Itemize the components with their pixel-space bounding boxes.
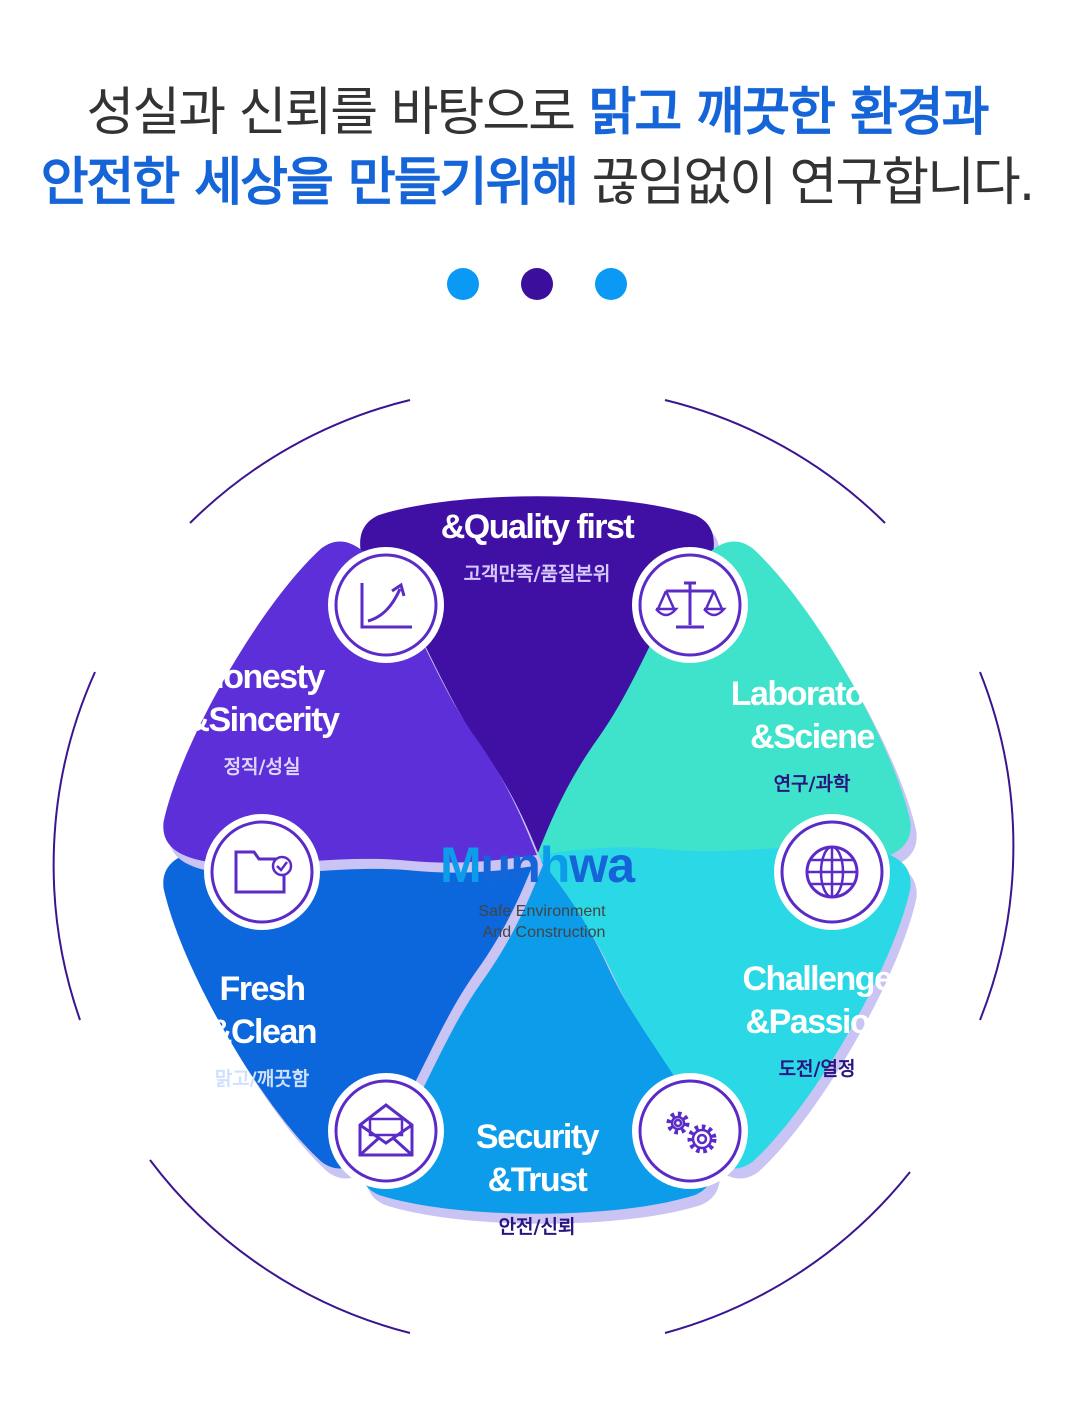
outer-ring-arc [52, 671, 96, 1021]
envelope-badge [328, 1073, 444, 1189]
petal-subtitle: 고객만족/품질본위 [464, 563, 611, 585]
outer-ring-arc [664, 1171, 911, 1334]
growth-chart-icon [360, 582, 412, 629]
petal-laboratory: Laboratory&Sciene 연구/과학 [448, 522, 943, 1019]
petal-honesty: Honesty&Sincerity 정직/성실 [137, 522, 632, 1019]
globe-badge [774, 814, 890, 930]
petal-title-line-1: Challenge [743, 960, 893, 998]
brand-letters-wa: wa [568, 837, 636, 893]
folder-check-badge [204, 814, 320, 930]
outer-ring-arc [149, 1159, 411, 1334]
headline-line-2-highlight: 안전한 세상을 만들기위해 [40, 153, 579, 213]
petal-title-line-2: &Trust [488, 1161, 588, 1199]
petal-challenge: Challenge&Passion 도전/열정 [448, 701, 943, 1198]
petal-title-line-1: Satistaction [450, 465, 625, 503]
gears-icon [666, 1111, 717, 1154]
headline-line-1-highlight: 맑고 깨끗한 환경과 [588, 83, 990, 143]
petal-subtitle: 맑고/깨끗함 [215, 1068, 310, 1090]
petal-subtitle: 도전/열정 [779, 1058, 856, 1080]
brand-tagline-1: Safe Environment [478, 903, 606, 920]
brand-letters-un: un [481, 837, 540, 893]
headline-line-2: 안전한 세상을 만들기위해 끊임없이 연구합니다. [0, 140, 1074, 215]
petal-title-line-1: Honesty [200, 658, 325, 696]
headline-line-2-normal: 끊임없이 연구합니다. [577, 153, 1036, 213]
brand-logo: Munhwa [440, 837, 636, 893]
badge-ring [210, 820, 314, 924]
carousel-dot-1[interactable] [447, 268, 479, 300]
petal-title-line-1: Fresh [219, 970, 304, 1008]
petal-subtitle: 정직/성실 [224, 756, 301, 778]
folder-check-icon [234, 850, 293, 894]
scale-badge [632, 547, 748, 663]
petal-title-line-2: &Passion [746, 1003, 889, 1041]
petal-title-line-1: Security [476, 1118, 600, 1156]
outer-ring-arc [664, 399, 886, 524]
headline-line-1: 성실과 신뢰를 바탕으로 맑고 깨끗한 환경과 [0, 70, 1074, 145]
petal-security: Security&Trust 안전/신뢰 [360, 855, 720, 1238]
globe-icon [805, 845, 859, 899]
growth-chart-badge [328, 547, 444, 663]
center-brand: Munhwa Safe Environment And Construction [440, 837, 637, 941]
petal-title-line-2: &Sincerity [185, 701, 340, 739]
petal-title-line-2: &Quality first [441, 508, 635, 546]
petal-title-line-2: &Clean [208, 1013, 316, 1051]
badge-ring [334, 553, 438, 657]
petal-fresh: Fresh&Clean 맑고/깨끗함 [137, 701, 632, 1198]
petal-subtitle: 연구/과학 [774, 773, 851, 795]
headline-line-1-normal: 성실과 신뢰를 바탕으로 [86, 83, 589, 143]
badge-ring [334, 1079, 438, 1183]
outer-ring-arc [979, 671, 1015, 1021]
petal-title-line-2: &Sciene [750, 718, 874, 756]
petal-title-line-1: Laboratory [731, 675, 895, 713]
envelope-icon [358, 1103, 414, 1157]
petal-satisfaction: Satistaction&Quality first 고객만족/품질본위 [360, 465, 720, 865]
outer-ring [52, 399, 1015, 1334]
outer-ring-arc [189, 399, 411, 524]
carousel-dot-3[interactable] [595, 268, 627, 300]
scale-icon [655, 581, 727, 629]
brand-letter-h: h [540, 837, 570, 893]
brand-letter-m: M [440, 837, 481, 893]
carousel-dot-2[interactable] [521, 268, 553, 300]
brand-tagline-2: And Construction [483, 924, 606, 941]
gears-badge [632, 1073, 748, 1189]
petal-subtitle: 안전/신뢰 [499, 1216, 576, 1238]
